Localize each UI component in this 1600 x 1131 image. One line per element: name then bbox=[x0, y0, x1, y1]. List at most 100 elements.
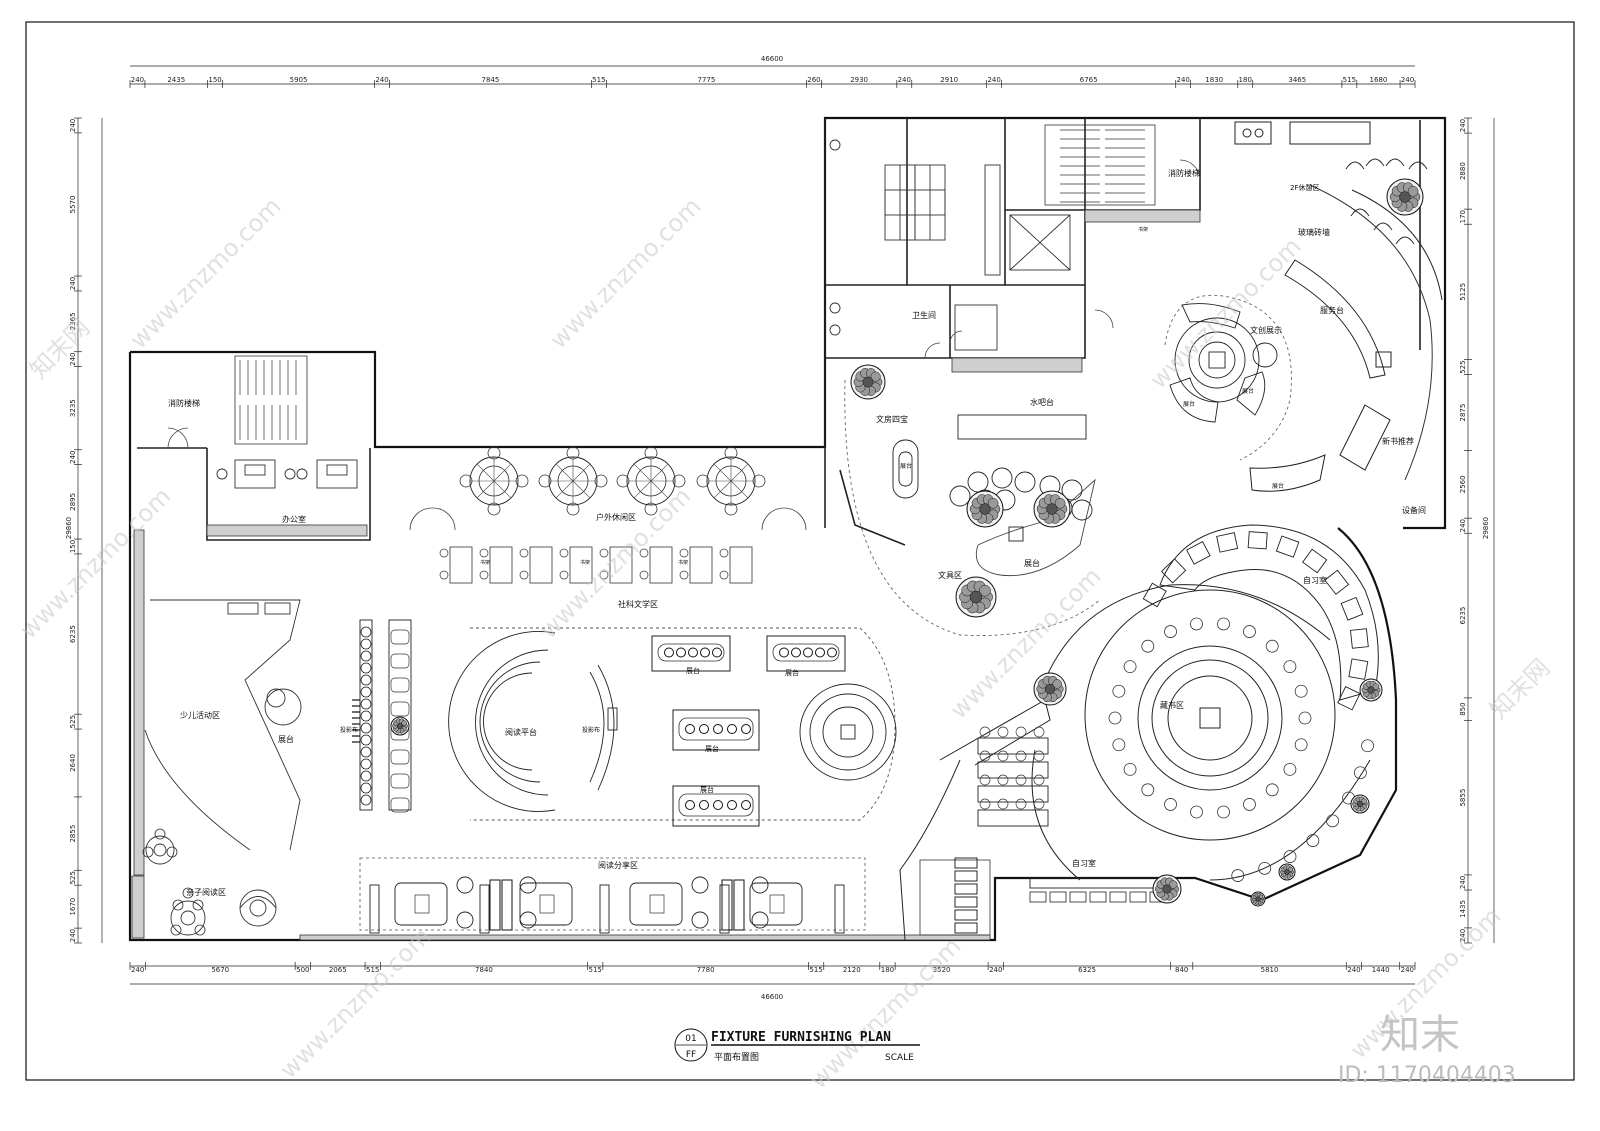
display-item bbox=[700, 647, 710, 658]
overall-height-right: 29860 bbox=[1482, 517, 1490, 539]
collection-chair bbox=[1258, 861, 1272, 875]
kids-chair bbox=[170, 924, 182, 936]
armchair bbox=[390, 677, 410, 693]
bench-table bbox=[649, 546, 673, 584]
study-table bbox=[977, 785, 1049, 803]
dim-label: 515 bbox=[809, 966, 822, 974]
collection-chair bbox=[1353, 766, 1367, 780]
display-item bbox=[815, 647, 825, 658]
armchair bbox=[390, 797, 410, 813]
label-restroom: 卫生间 bbox=[912, 310, 936, 320]
share-armchair bbox=[519, 911, 537, 929]
bench-stool bbox=[599, 570, 609, 580]
study-desk bbox=[1247, 531, 1268, 550]
dim-label: 240 bbox=[898, 76, 911, 84]
share-armchair bbox=[691, 876, 709, 894]
label-bookshelf-2: 书架 bbox=[580, 559, 590, 566]
rest-chair bbox=[1408, 161, 1428, 170]
study-chair bbox=[997, 798, 1009, 810]
display-item bbox=[664, 647, 674, 658]
dim-label: 2855 bbox=[69, 825, 77, 843]
collection-chair bbox=[1361, 739, 1374, 753]
projection-seat bbox=[360, 626, 372, 638]
study-desk bbox=[1324, 569, 1350, 595]
collection-chair bbox=[1283, 850, 1297, 863]
display-stand bbox=[651, 635, 731, 672]
watermark-site-1: www.znzmo.com bbox=[124, 192, 286, 354]
share-bookcase bbox=[489, 879, 501, 931]
reading-share-furniture bbox=[369, 876, 845, 934]
label-reading-platform: 阅读平台 bbox=[505, 727, 537, 737]
bench-stool bbox=[639, 548, 649, 558]
dim-label: 240 bbox=[131, 76, 144, 84]
share-table bbox=[769, 894, 785, 914]
umbrella-rib bbox=[476, 463, 495, 482]
label-new-books: 新书推荐 bbox=[1382, 436, 1414, 446]
projection-seat bbox=[360, 782, 372, 794]
collection-chair bbox=[1294, 684, 1308, 698]
watermark-layer: www.znzmo.com www.znzmo.com www.znzmo.co… bbox=[14, 192, 1555, 1094]
display-stand-inner bbox=[678, 793, 754, 817]
label-stationery: 文具区 bbox=[938, 570, 962, 580]
sheet-number-top: 01 bbox=[685, 1034, 696, 1044]
study-table bbox=[977, 761, 1049, 779]
stationery-stool bbox=[1071, 499, 1093, 521]
collection-chair bbox=[1231, 869, 1245, 882]
study-seat bbox=[1069, 891, 1087, 903]
bench-stool bbox=[639, 570, 649, 580]
umbrella-rib bbox=[476, 480, 495, 499]
lounge-chair bbox=[752, 474, 766, 488]
tree-trunk bbox=[1357, 801, 1363, 807]
tree-leaf bbox=[1054, 498, 1066, 509]
tree-leaf bbox=[1052, 679, 1062, 689]
door-swings bbox=[167, 159, 1201, 531]
study-room-ring bbox=[1044, 524, 1379, 701]
share-armchair bbox=[751, 911, 769, 929]
umbrella-rib bbox=[633, 463, 652, 482]
bookcase-unit bbox=[954, 922, 978, 934]
dim-label: 3235 bbox=[69, 399, 77, 417]
bench-stool bbox=[559, 570, 569, 580]
study-chair bbox=[1033, 750, 1045, 762]
collection-chair bbox=[1123, 762, 1137, 776]
label-new-book-stand: 展台 bbox=[1272, 482, 1284, 490]
label-stand-4: 展台 bbox=[700, 785, 714, 794]
share-shelf bbox=[719, 884, 730, 934]
overall-width-top: 46600 bbox=[761, 55, 783, 63]
dim-label: 240 bbox=[1459, 876, 1467, 889]
display-item bbox=[685, 800, 695, 810]
lounge-chair bbox=[724, 502, 738, 516]
watermark-site-2: www.znzmo.com bbox=[544, 192, 706, 354]
armchair bbox=[390, 653, 410, 669]
umbrella-rib bbox=[633, 480, 652, 499]
study-table bbox=[977, 737, 1049, 755]
label-stand-1: 展台 bbox=[686, 666, 700, 675]
share-armchair bbox=[519, 876, 537, 894]
lounge-chair bbox=[672, 474, 686, 488]
label-fire-stair-right: 消防楼梯 bbox=[1168, 168, 1200, 178]
projection-seat bbox=[360, 722, 372, 734]
bench-stool bbox=[479, 570, 489, 580]
lounge-chair bbox=[566, 502, 580, 516]
drawing-title: FIXTURE FURNISHING PLAN bbox=[711, 1030, 891, 1045]
dim-label: 170 bbox=[1459, 210, 1467, 223]
dim-label: 2065 bbox=[329, 966, 347, 974]
umbrella-rib bbox=[713, 480, 732, 499]
tree-trunk bbox=[862, 376, 874, 388]
display-item bbox=[779, 647, 789, 658]
display-stands bbox=[651, 635, 846, 827]
umbrella-rib bbox=[730, 480, 749, 499]
collection-chair bbox=[1283, 660, 1297, 674]
dim-label: 150 bbox=[208, 76, 221, 84]
lounge-chair bbox=[724, 446, 738, 460]
projection-seat bbox=[360, 710, 372, 722]
collection-chair bbox=[1112, 684, 1126, 698]
dim-label: 5125 bbox=[1459, 283, 1467, 301]
collection-chair bbox=[1283, 762, 1297, 776]
dim-label: 240 bbox=[1347, 966, 1360, 974]
outdoor-lounge-tables bbox=[459, 446, 766, 516]
toilet-stalls bbox=[829, 139, 1071, 351]
display-item bbox=[741, 724, 751, 734]
kids-chair bbox=[154, 828, 166, 840]
